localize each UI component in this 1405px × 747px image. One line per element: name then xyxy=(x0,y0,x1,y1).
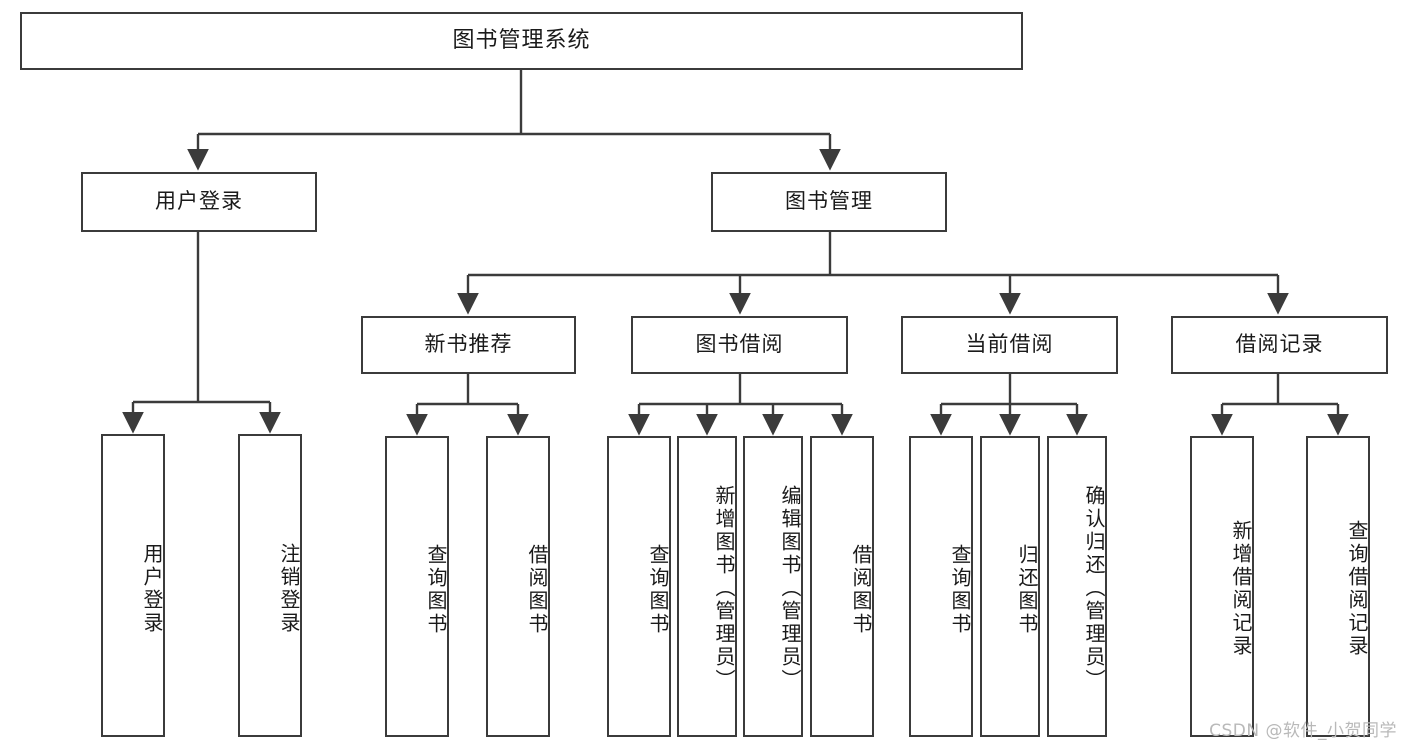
node-label: 编辑图书（管理员） xyxy=(778,485,802,692)
node-label: 用户登录 xyxy=(155,189,243,214)
node-leaf-borrow-book-recommend[interactable]: 借阅图书 xyxy=(486,436,550,737)
node-label: 查询图书 xyxy=(646,543,670,636)
node-label: 查询图书 xyxy=(948,543,972,636)
node-label: 借阅记录 xyxy=(1235,332,1324,357)
node-leaf-query-borrow-record[interactable]: 查询借阅记录 xyxy=(1306,436,1370,737)
node-label: 查询图书 xyxy=(424,543,448,636)
node-label: 图书借阅 xyxy=(695,332,784,357)
node-label: 借阅图书 xyxy=(525,543,549,636)
node-label: 新增图书（管理员） xyxy=(712,485,736,692)
node-label: 确认归还（管理员） xyxy=(1082,485,1106,692)
csdn-watermark: CSDN @软件_小贺同学 xyxy=(1209,721,1397,741)
node-borrow-record[interactable]: 借阅记录 xyxy=(1171,316,1388,374)
node-label: 借阅图书 xyxy=(849,543,873,636)
node-leaf-query-book-recommend[interactable]: 查询图书 xyxy=(385,436,449,737)
node-label: 图书管理系统 xyxy=(452,27,591,53)
node-label: 新书推荐 xyxy=(424,332,513,357)
node-leaf-add-borrow-record[interactable]: 新增借阅记录 xyxy=(1190,436,1254,737)
node-leaf-borrow-book-borrow[interactable]: 借阅图书 xyxy=(810,436,874,737)
node-leaf-add-book-admin[interactable]: 新增图书（管理员） xyxy=(677,436,737,737)
node-root-book-management-system[interactable]: 图书管理系统 xyxy=(20,12,1023,70)
node-book-borrow[interactable]: 图书借阅 xyxy=(631,316,848,374)
node-leaf-query-book-current[interactable]: 查询图书 xyxy=(909,436,973,737)
node-leaf-confirm-return-admin[interactable]: 确认归还（管理员） xyxy=(1047,436,1107,737)
node-label: 新增借阅记录 xyxy=(1229,519,1253,658)
node-book-management[interactable]: 图书管理 xyxy=(711,172,947,232)
node-leaf-query-book-borrow[interactable]: 查询图书 xyxy=(607,436,671,737)
node-user-login[interactable]: 用户登录 xyxy=(81,172,317,232)
node-label: 用户登录 xyxy=(140,542,164,635)
node-label: 图书管理 xyxy=(785,189,873,214)
node-leaf-user-login[interactable]: 用户登录 xyxy=(101,434,165,737)
node-leaf-edit-book-admin[interactable]: 编辑图书（管理员） xyxy=(743,436,803,737)
node-leaf-logout-login[interactable]: 注销登录 xyxy=(238,434,302,737)
node-new-book-recommend[interactable]: 新书推荐 xyxy=(361,316,576,374)
node-label: 查询借阅记录 xyxy=(1345,519,1369,658)
node-label: 当前借阅 xyxy=(965,332,1054,357)
node-leaf-return-book[interactable]: 归还图书 xyxy=(980,436,1040,737)
node-current-borrow[interactable]: 当前借阅 xyxy=(901,316,1118,374)
node-label: 归还图书 xyxy=(1015,543,1039,636)
node-label: 注销登录 xyxy=(277,542,301,635)
